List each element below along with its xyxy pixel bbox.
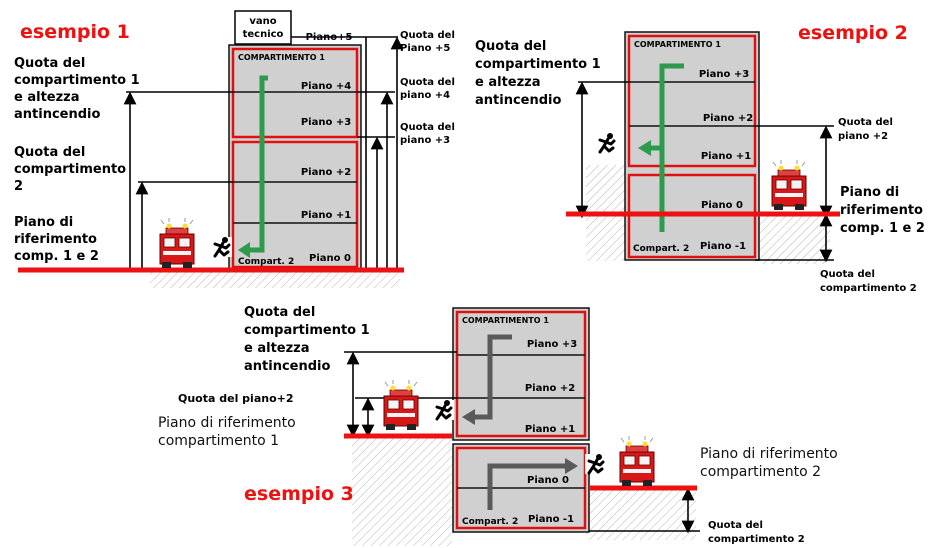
floor-label-p3: Piano +3	[301, 117, 351, 128]
running-person-icon	[431, 398, 456, 422]
floor-label-p4: Piano +4	[301, 81, 351, 92]
evacuation-route-lower	[487, 463, 566, 510]
floor-label-p2: Piano +2	[525, 383, 575, 394]
label-quota-c2-line1: Quota del	[14, 145, 85, 160]
label-quota-c1-line3: e altezza	[14, 90, 80, 105]
floor-label-p0: Piano 0	[309, 253, 351, 264]
vano-tecnico-box	[234, 10, 292, 45]
label-quota-c2-b: compartimento 2	[708, 534, 805, 545]
ground-hatch-right	[586, 490, 696, 540]
floor-label-p2: Piano +2	[703, 113, 753, 124]
label-rif-c1-line2: compartimento 1	[158, 433, 279, 449]
floor-label-p0: Piano 0	[701, 200, 743, 211]
floor-label-p3: Piano +3	[699, 69, 749, 80]
label-quota-c1-line2: compartimento 1	[244, 323, 370, 338]
label-quota-c1-line1: Quota del	[244, 305, 315, 320]
label-quota-p2: Quota del piano+2	[178, 392, 294, 405]
fire-truck-icon	[771, 159, 807, 211]
label-quota-p3-b: piano +3	[400, 135, 450, 146]
route-arrowhead-upper	[462, 409, 475, 425]
compartment-1-label: COMPARTIMENTO 1	[634, 40, 721, 49]
compart-2-label: Compart. 2	[238, 257, 294, 267]
evacuation-route-vertical	[659, 63, 684, 232]
example-3: esempio 3 COMPARTIMENTO 1 Piano +3 Piano…	[158, 305, 838, 546]
floor-lines	[457, 354, 585, 489]
example-1: esempio 1 vano tecnico COMPARTIMENTO 1 P…	[14, 10, 455, 288]
compartment-1-outline	[455, 310, 587, 438]
ground-hatch-left	[352, 436, 452, 546]
label-rif-line2: riferimento	[14, 232, 97, 247]
label-rif-line3: comp. 1 e 2	[14, 249, 99, 264]
label-quota-c2-a: Quota del	[820, 269, 875, 280]
label-quota-c1-line1: Quota del	[475, 39, 546, 54]
label-quota-p4-a: Quota del	[400, 77, 455, 88]
floor-label-p1: Piano +1	[525, 424, 575, 435]
left-dimension-lines	[123, 91, 233, 268]
label-quota-c1-line4: antincendio	[475, 93, 561, 108]
route-arrowhead	[638, 140, 651, 156]
compart-2-label: Compart. 2	[633, 244, 689, 254]
label-rif-c2-line2: compartimento 2	[700, 464, 821, 480]
example-2: esempio 2 COMPARTIMENTO 1 Piano +3 Piano…	[475, 22, 925, 294]
dimension-lines	[575, 81, 834, 263]
building-1	[228, 44, 362, 271]
label-quota-c1-line1: Quota del	[14, 56, 85, 71]
vano-label: vano	[249, 16, 276, 27]
right-dimension-lines	[291, 36, 404, 268]
example-1-title: esempio 1	[20, 21, 130, 43]
evacuation-route-upper	[474, 334, 512, 420]
label-rif-c2-line1: Piano di riferimento	[700, 446, 838, 462]
label-quota-p2-b: piano +2	[838, 131, 888, 142]
compartment-1-outline	[627, 34, 757, 168]
floor-lines	[233, 91, 357, 224]
floor-label-p0: Piano 0	[527, 475, 569, 486]
compartment-1-label: COMPARTIMENTO 1	[462, 316, 549, 325]
label-quota-c2-a: Quota del	[708, 520, 763, 531]
running-person-icon	[594, 131, 619, 155]
label-rif-line1: Piano di	[14, 215, 73, 230]
label-rif-line2: riferimento	[840, 203, 923, 218]
label-quota-p5-b: Piano +5	[400, 43, 450, 54]
route-arrowhead	[238, 242, 250, 258]
route-arrowhead-lower	[565, 458, 578, 474]
floor-label-m1: Piano -1	[528, 514, 574, 525]
example-3-title: esempio 3	[244, 483, 354, 505]
fire-truck-icon	[383, 379, 419, 431]
label-quota-c1-line2: compartimento 1	[14, 73, 140, 88]
label-rif-c1-line1: Piano di riferimento	[158, 415, 296, 431]
floor-label-p3: Piano +3	[527, 339, 577, 350]
compartment-1-label: COMPARTIMENTO 1	[238, 53, 325, 62]
floor-label-p2: Piano +2	[301, 167, 351, 178]
tecnico-label: tecnico	[243, 29, 284, 40]
label-quota-p2-a: Quota del	[838, 117, 893, 128]
example-2-title: esempio 2	[798, 22, 908, 44]
evacuation-route	[248, 75, 268, 253]
floor-label-p1: Piano +1	[701, 151, 751, 162]
fire-truck-icon	[159, 217, 195, 269]
ground-hatch-right	[760, 214, 830, 264]
label-quota-p4-b: piano +4	[400, 90, 450, 101]
label-quota-p5-a: Quota del	[400, 30, 455, 41]
running-person-icon	[583, 452, 608, 476]
label-quota-c1-line3: e altezza	[244, 341, 310, 356]
label-quota-c2-line2: compartimento	[14, 162, 126, 177]
compartment-2-outline	[231, 140, 359, 269]
label-quota-c1-line4: antincendio	[14, 107, 100, 122]
label-quota-c1-line3: e altezza	[475, 75, 541, 90]
label-quota-c2-b: compartimento 2	[820, 283, 917, 294]
ground-hatch	[150, 268, 400, 288]
floor-label-m1: Piano -1	[700, 241, 746, 252]
label-quota-p3-a: Quota del	[400, 122, 455, 133]
label-rif-line1: Piano di	[840, 185, 899, 200]
label-quota-c2-line3: 2	[14, 179, 23, 194]
compart-2-label: Compart. 2	[462, 517, 518, 527]
label-rif-line3: comp. 1 e 2	[840, 221, 925, 236]
compartment-1-outline	[231, 47, 359, 139]
floor-label-p1: Piano +1	[301, 210, 351, 221]
label-quota-c1-line2: compartimento 1	[475, 57, 601, 72]
label-quota-c1-line4: antincendio	[244, 359, 330, 374]
running-person-icon	[209, 235, 234, 259]
fire-truck-icon	[619, 435, 655, 487]
